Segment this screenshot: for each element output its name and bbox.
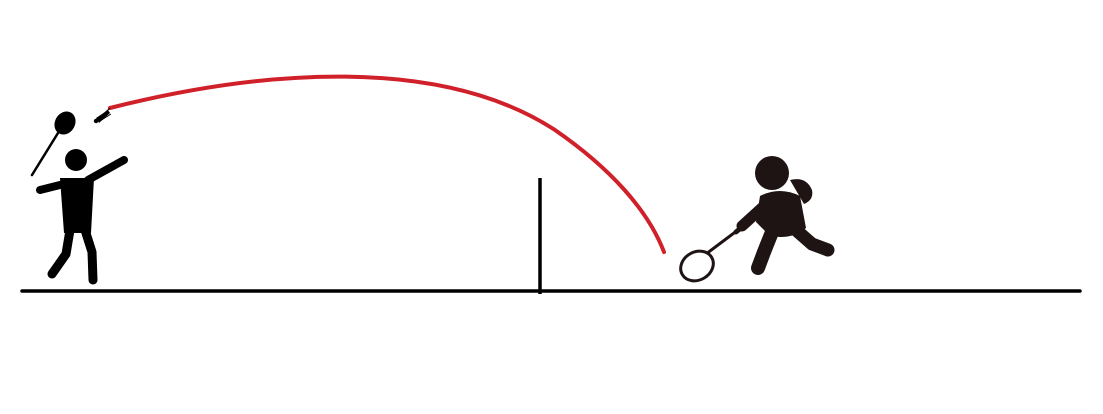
racket-right <box>679 224 745 283</box>
player-left-smash <box>36 149 128 285</box>
shuttle-trajectory <box>108 74 666 254</box>
shuttlecock <box>93 107 112 124</box>
racket-left <box>30 111 76 177</box>
player-right-lunge <box>736 156 835 275</box>
